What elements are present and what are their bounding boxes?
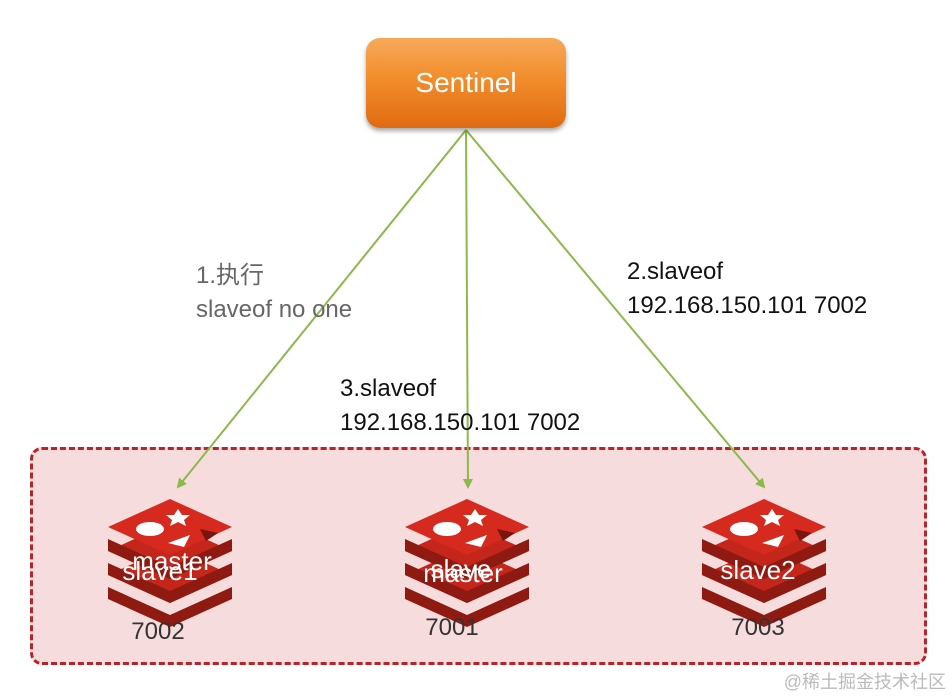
sentinel-label: Sentinel [415,67,517,98]
node-7001-label-master: master [423,558,503,588]
step-2-line1: 2.slaveof [627,258,724,285]
step-2-line2: 192.168.150.101 7002 [627,292,868,319]
arrow-sentinel-to-7002 [176,129,467,489]
step-3-line1: 3.slaveof [340,375,437,402]
step-1-line1: 1.执行 [196,262,265,289]
node-7002-label-master: master [132,546,212,576]
node-7003-port: 7003 [731,614,785,641]
watermark: @稀土掘金技术社区 [783,672,946,692]
node-7003-label: slave2 [720,555,796,585]
arrow-sentinel-to-7001 [462,129,473,489]
step-3-line2: 192.168.150.101 7002 [340,409,581,436]
node-7002-label-slave: slave1 [122,556,198,586]
node-7001-port: 7001 [425,614,479,641]
arrow-sentinel-to-7003 [465,129,766,489]
node-7001-label-slave: slave [430,554,492,584]
step-2-note: 2.slaveof 192.168.150.101 7002 [627,255,867,323]
step-1-line2: slaveof no one [196,296,353,323]
node-7002-port: 7002 [131,618,185,645]
step-1-note: 1.执行 slaveof no one [196,259,352,327]
sentinel-node: Sentinel [366,38,566,128]
step-3-note: 3.slaveof 192.168.150.101 7002 [340,372,580,440]
